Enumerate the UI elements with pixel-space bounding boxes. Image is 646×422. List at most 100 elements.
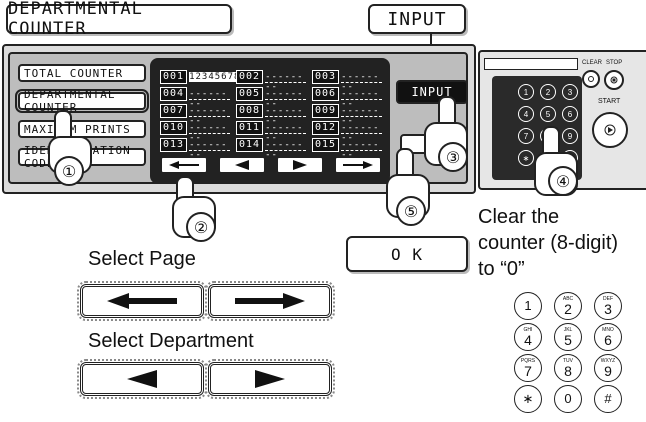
numpad-key[interactable]: 1 xyxy=(514,292,542,320)
numpad-key-digit: ∗ xyxy=(522,391,534,406)
clear-text-line2: counter (8-digit) xyxy=(478,232,619,254)
department-cell[interactable]: 009-------- xyxy=(312,104,382,126)
panel-digit-key[interactable]: 5 xyxy=(540,106,556,122)
department-count: -------- xyxy=(341,123,382,143)
department-cell[interactable]: 010-------- xyxy=(160,121,230,143)
stop-key[interactable] xyxy=(604,70,624,90)
numpad-key[interactable]: ∗ xyxy=(514,385,542,413)
select-page-next-button[interactable] xyxy=(205,281,335,321)
arrow-right-icon xyxy=(255,370,285,388)
panel-digit-key[interactable]: ∗ xyxy=(518,150,534,166)
page-next-button[interactable] xyxy=(334,156,382,174)
select-department-label: Select Department xyxy=(88,330,254,352)
select-page-prev-button[interactable] xyxy=(77,281,207,321)
department-count: -------- xyxy=(189,89,230,109)
department-count: -------- xyxy=(341,106,382,126)
department-number: 002 xyxy=(236,70,264,84)
numpad-key-digit: 9 xyxy=(604,363,612,379)
department-number: 005 xyxy=(236,87,264,101)
department-cell[interactable]: 004-------- xyxy=(160,87,230,109)
start-label: START xyxy=(598,98,621,105)
numpad-key-digit: 1 xyxy=(524,298,532,313)
panel-digit-key[interactable]: 7 xyxy=(518,128,534,144)
department-number: 009 xyxy=(312,104,340,118)
numpad-key[interactable]: 0 xyxy=(554,385,582,413)
department-number: 013 xyxy=(160,138,188,152)
arrow-left-long-icon xyxy=(169,161,199,169)
department-cell[interactable]: 007-------- xyxy=(160,104,230,126)
input-label: INPUT xyxy=(368,4,466,34)
department-cell[interactable]: 005-------- xyxy=(236,87,306,109)
department-count: -------- xyxy=(265,123,306,143)
function-strip xyxy=(484,58,578,70)
panel-digit-key[interactable]: 6 xyxy=(562,106,578,122)
department-cell[interactable]: 011-------- xyxy=(236,121,306,143)
panel-digit-key[interactable]: 9 xyxy=(562,128,578,144)
department-cell[interactable]: 003-------- xyxy=(312,70,382,92)
panel-digit-key[interactable]: 4 xyxy=(518,106,534,122)
start-key[interactable] xyxy=(592,112,628,148)
department-cell[interactable]: 002-------- xyxy=(236,70,306,92)
department-cell[interactable]: 015-------- xyxy=(312,138,382,160)
department-number: 010 xyxy=(160,121,188,135)
select-dept-next-button[interactable] xyxy=(205,359,335,399)
dept-prev-button[interactable] xyxy=(218,156,266,174)
numpad-key-letters: PQRS xyxy=(520,358,536,364)
step-badge-1: ① xyxy=(54,156,84,186)
dept-next-button[interactable] xyxy=(276,156,324,174)
department-number: 004 xyxy=(160,87,188,101)
numpad-key[interactable]: # xyxy=(594,385,622,413)
department-count: -------- xyxy=(189,123,230,143)
department-cell[interactable]: 014-------- xyxy=(236,138,306,160)
departmental-counter-button[interactable]: DEPARTMENTAL COUNTER xyxy=(15,88,149,114)
clear-key[interactable] xyxy=(582,70,600,88)
numpad-key-digit: 4 xyxy=(524,332,532,348)
step-badge-2: ② xyxy=(186,212,216,242)
select-dept-prev-button[interactable] xyxy=(77,359,207,399)
department-cell[interactable]: 008-------- xyxy=(236,104,306,126)
numpad-key-digit: # xyxy=(604,391,612,406)
numpad-key-digit: 7 xyxy=(524,363,532,379)
maximum-prints-button[interactable]: MAXIMUM PRINTS xyxy=(18,120,146,138)
department-cell[interactable]: 012-------- xyxy=(312,121,382,143)
department-count: -------- xyxy=(341,89,382,109)
department-count: -------- xyxy=(189,140,230,160)
numpad-key-digit: 0 xyxy=(564,391,572,406)
department-count: -------- xyxy=(341,140,382,160)
panel-digit-key[interactable]: 1 xyxy=(518,84,534,100)
numpad-key-digit: 6 xyxy=(604,332,612,348)
department-count: -------- xyxy=(265,89,306,109)
page-prev-button[interactable] xyxy=(160,156,208,174)
numpad-key-letters: MNO xyxy=(602,327,614,333)
ok-button[interactable]: O K xyxy=(346,236,468,272)
department-count: 12345678 xyxy=(189,72,241,82)
total-counter-button[interactable]: TOTAL COUNTER xyxy=(18,64,146,82)
panel-digit-key[interactable]: 3 xyxy=(562,84,578,100)
department-count: -------- xyxy=(265,106,306,126)
department-count: -------- xyxy=(265,72,306,92)
numpad-key-letters: GHI xyxy=(523,327,533,333)
department-number: 003 xyxy=(312,70,340,84)
department-cell[interactable]: 013-------- xyxy=(160,138,230,160)
department-number: 006 xyxy=(312,87,340,101)
panel-digit-key[interactable]: 2 xyxy=(540,84,556,100)
department-number: 014 xyxy=(236,138,264,152)
step-badge-3: ③ xyxy=(438,142,468,172)
step-badge-5: ⑤ xyxy=(396,196,426,226)
arrow-right-long-icon xyxy=(235,293,305,309)
panel-input-button[interactable]: INPUT xyxy=(396,80,468,104)
start-icon xyxy=(604,124,616,136)
department-cell[interactable]: 006-------- xyxy=(312,87,382,109)
numpad-key-digit: 5 xyxy=(564,332,572,348)
stop-label: STOP xyxy=(606,60,623,66)
